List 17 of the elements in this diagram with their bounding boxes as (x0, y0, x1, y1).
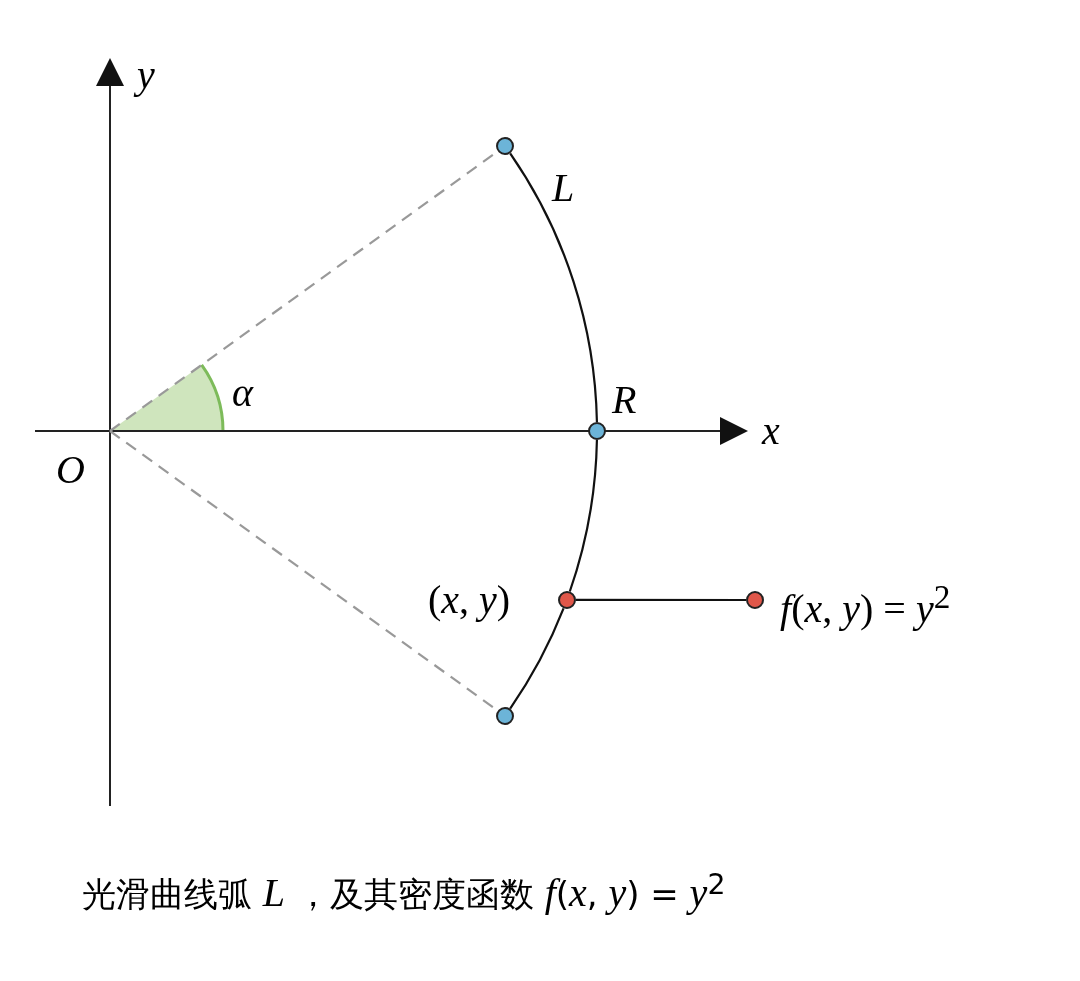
curve-arc (509, 152, 598, 423)
curve-label: L (552, 168, 575, 208)
point-marker (496, 137, 514, 156)
caption: 光滑曲线弧 L ，及其密度函数 f(x, y) = y$^{2}$ (82, 868, 726, 918)
point-marker (496, 706, 514, 725)
curve-arc (509, 607, 565, 710)
point-label: R (612, 380, 637, 420)
point-marker (588, 422, 606, 440)
connector-line (575, 598, 746, 602)
curve-arc (568, 439, 598, 592)
origin-label: O (56, 431, 110, 490)
point-label: f(x, y) = y$^{2}$ (780, 580, 951, 630)
point-marker (557, 590, 576, 609)
point-label: (x, y) (428, 580, 511, 620)
axis-label: x (762, 411, 780, 451)
point-marker (746, 591, 764, 609)
angle-label: α (232, 373, 253, 413)
